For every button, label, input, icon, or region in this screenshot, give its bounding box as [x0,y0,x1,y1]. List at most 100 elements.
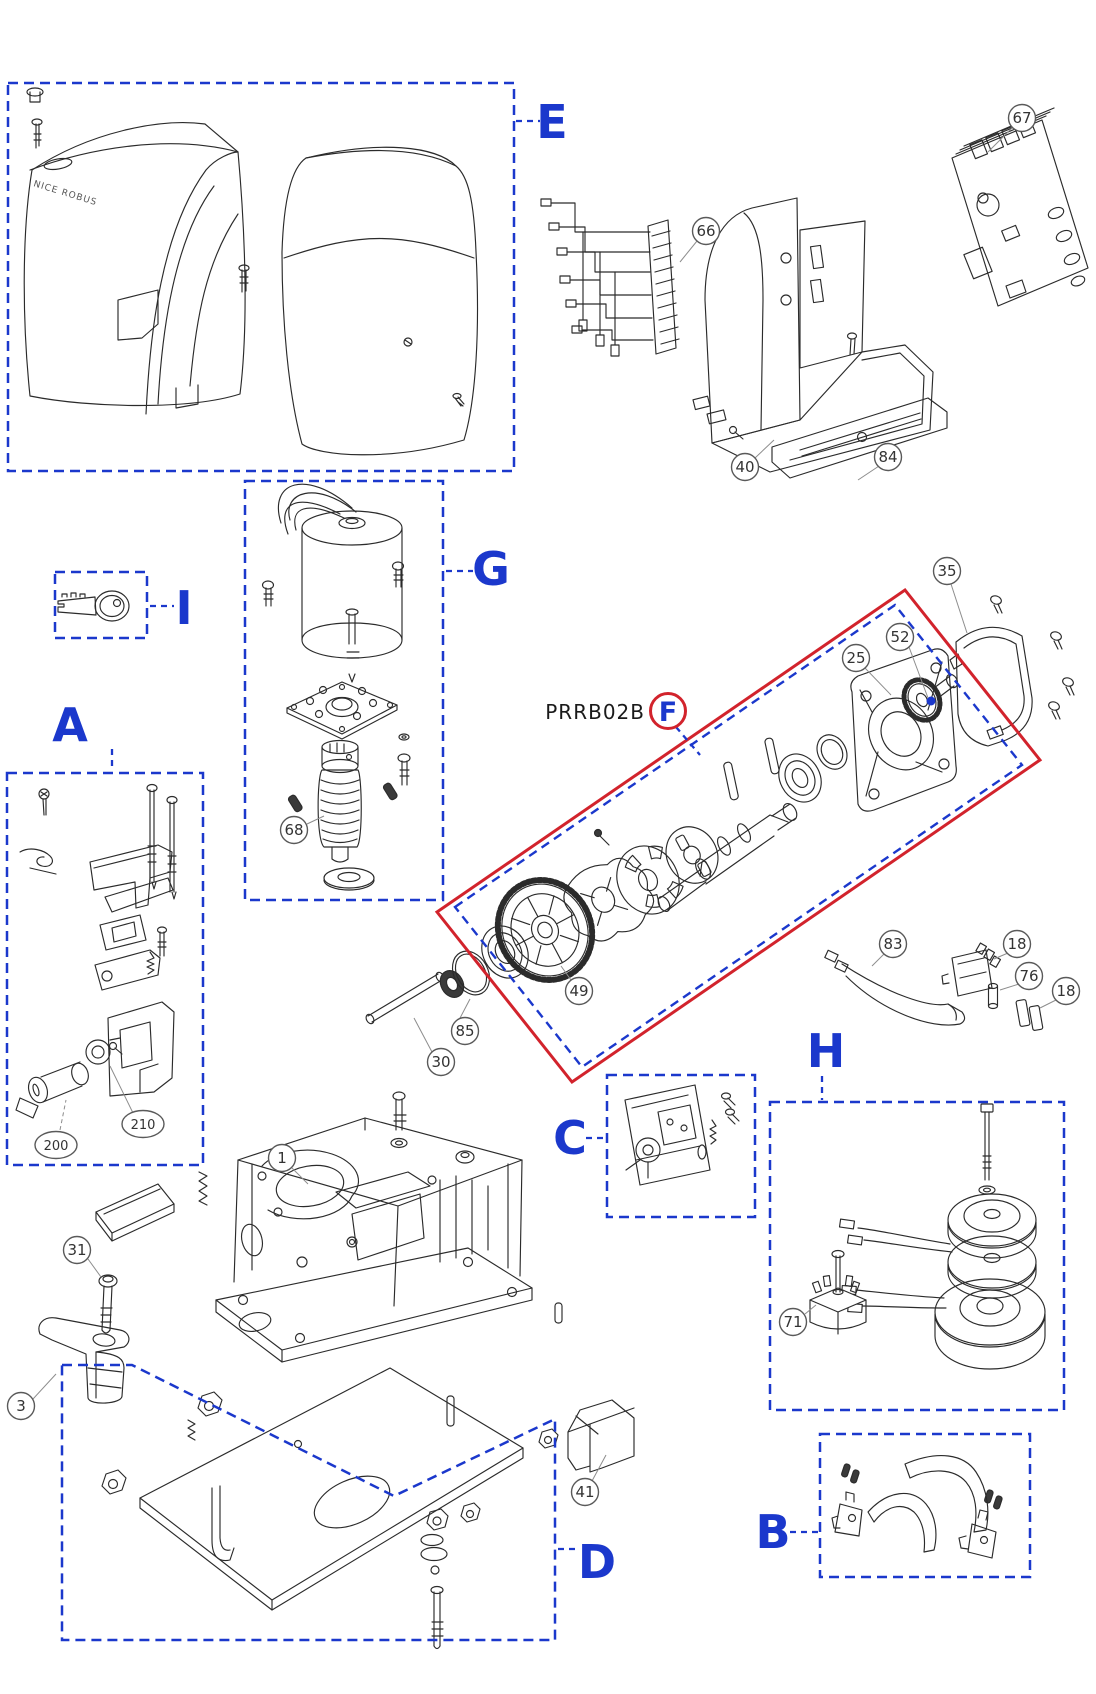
callout-circle-83 [878,929,908,959]
callout-circle-31 [62,1235,92,1265]
callout-number-40: 40 [735,458,754,476]
section-label-G: G [472,542,510,596]
callout-leader-31 [87,1258,102,1278]
callout-number-200: 200 [44,1139,69,1154]
f-inner-dashed-box [453,603,1024,1069]
callout-leader-49 [560,965,572,981]
callout-circle-66 [691,216,721,246]
callout-circle-3 [6,1391,36,1421]
f-highlight-red-box [434,587,1043,1085]
callout-number-18: 18 [1007,935,1026,953]
callout-number-83: 83 [883,935,902,953]
callout-leader-200 [59,1099,67,1131]
base-housing-drawing [95,1091,563,1363]
callout-number-71: 71 [783,1313,802,1331]
front-cover-drawing [23,87,250,415]
callout-number-31: 31 [67,1241,86,1259]
callout-circle-200 [34,1130,78,1160]
section-label-D: D [578,1535,616,1589]
release-hardware-drawing [15,783,178,1119]
callout-leader-3 [32,1373,57,1400]
callout-leader-84 [857,465,880,481]
callout-circle-40 [730,452,760,482]
section-label-C: C [553,1111,587,1165]
callout-circle-210 [121,1109,165,1139]
callout-leader-85 [458,998,471,1021]
callout-number-35: 35 [937,562,956,580]
callout-leader-83 [871,953,885,967]
section-box-A [5,771,205,1167]
key-drawing [57,590,130,622]
callout-leader-68 [306,815,325,825]
callout-circle-76 [1014,961,1044,991]
callout-number-41: 41 [575,1483,594,1501]
section-box-I [53,570,149,640]
limit-switch-drawing [624,1084,740,1186]
callout-number-52: 52 [890,628,909,646]
handle-drawing [38,1317,130,1404]
callout-number-1: 1 [277,1149,287,1167]
callout-circle-85 [450,1016,480,1046]
section-boxes-layer [5,81,1066,1642]
callout-circle-35 [932,556,962,586]
callout-number-85: 85 [455,1022,474,1040]
f-marker-dot [926,696,936,706]
f-assembly-layer: F [434,587,1043,1085]
section-box-E [6,81,516,473]
rectifier-drawing [809,1249,867,1335]
callout-number-18: 18 [1056,982,1075,1000]
callout-leader-1 [291,1167,309,1185]
chassis-drawing [692,197,948,479]
f-label-circle [649,692,687,730]
callout-circle-18 [1051,976,1081,1006]
callout-circle-68 [279,815,309,845]
callout-circle-52 [885,622,915,652]
callout-number-3: 3 [16,1397,26,1415]
callout-number-210: 210 [131,1118,156,1133]
section-box-C [605,1073,757,1219]
callout-leader-67 [987,127,1013,153]
motor-drawing [261,483,405,683]
foundation-plate-drawing [101,1367,559,1650]
callout-leader-210 [109,1065,134,1114]
callout-leader-71 [804,1304,817,1315]
section-label-I: I [175,581,192,635]
drawings-layer [15,87,1089,1650]
section-label-A: A [52,698,88,752]
callout-number-68: 68 [284,821,303,839]
callout-circle-84 [873,442,903,472]
callout-number-84: 84 [878,448,897,466]
callout-circle-67 [1007,103,1037,133]
callout-circle-1 [267,1143,297,1173]
f-label-letter: F [659,697,677,728]
release-levers-drawing [831,1455,1003,1559]
section-box-B [818,1432,1032,1579]
callout-circle-41 [570,1477,600,1507]
screw-31-drawing [98,1274,118,1334]
motor-plate-drawing [286,681,398,740]
callout-number-25: 25 [846,649,865,667]
thermal-cutout-drawing [824,942,1044,1031]
cover-brand-text: NICE ROBUS [32,179,98,208]
callout-number-30: 30 [431,1053,450,1071]
callout-leader-30 [413,1017,433,1053]
callout-leader-25 [864,667,892,696]
section-box-D [60,1363,557,1642]
section-label-H: H [807,1024,846,1078]
cover-41-drawing [567,1399,635,1473]
callout-circle-71 [778,1307,808,1337]
section-label-E: E [536,95,567,149]
rear-cover-drawing [281,146,479,456]
callout-circle-18 [1002,929,1032,959]
callout-leader-18 [1039,999,1057,1009]
callout-leader-76 [999,983,1020,991]
worm-gear-drawing [287,733,411,891]
callout-leader-18 [993,952,1009,960]
callout-circle-25 [841,643,871,673]
callout-leader-41 [591,1454,607,1482]
callout-leader-40 [754,439,775,459]
